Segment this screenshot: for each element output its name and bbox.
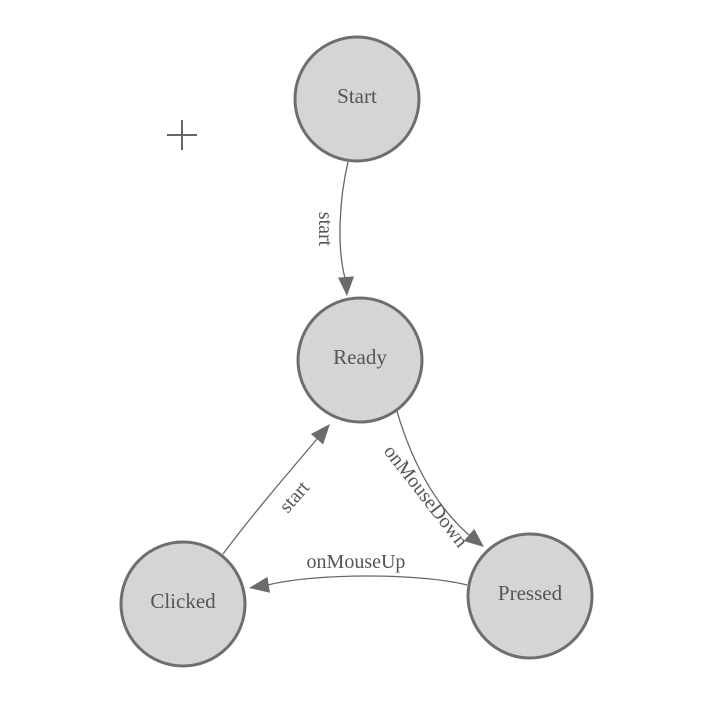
state-node-start[interactable]: Start [293,35,421,163]
arrowhead-icon [310,424,330,445]
edge-label-start-1: start [314,212,336,247]
edge-clicked-to-ready[interactable]: start [222,424,330,555]
state-node-clicked[interactable]: Clicked [119,540,247,668]
arrowhead-icon [338,276,354,296]
state-node-pressed[interactable]: Pressed [466,532,594,660]
edge-line[interactable] [222,438,318,555]
node-label: Start [337,84,377,108]
arrowhead-icon [463,529,484,547]
node-label: Pressed [498,581,563,605]
edge-ready-to-pressed[interactable]: onMouseDown [379,407,484,552]
edge-line[interactable] [339,161,349,279]
crosshair-plus-cursor [167,120,197,150]
edge-line[interactable] [267,575,468,586]
node-circle[interactable] [293,35,421,163]
edge-label-onmouseup: onMouseUp [307,551,406,573]
node-label: Clicked [150,589,216,613]
edge-start-to-ready[interactable]: start [314,161,354,296]
node-label: Ready [333,345,387,369]
edge-line[interactable] [395,407,470,536]
edge-label-onmousedown: onMouseDown [379,441,472,552]
node-circle[interactable] [296,296,424,424]
state-node-ready[interactable]: Ready [296,296,424,424]
node-circle[interactable] [466,532,594,660]
node-circle[interactable] [119,540,247,668]
edge-pressed-to-clicked[interactable]: onMouseUp [249,551,468,593]
arrowhead-icon [249,576,270,593]
